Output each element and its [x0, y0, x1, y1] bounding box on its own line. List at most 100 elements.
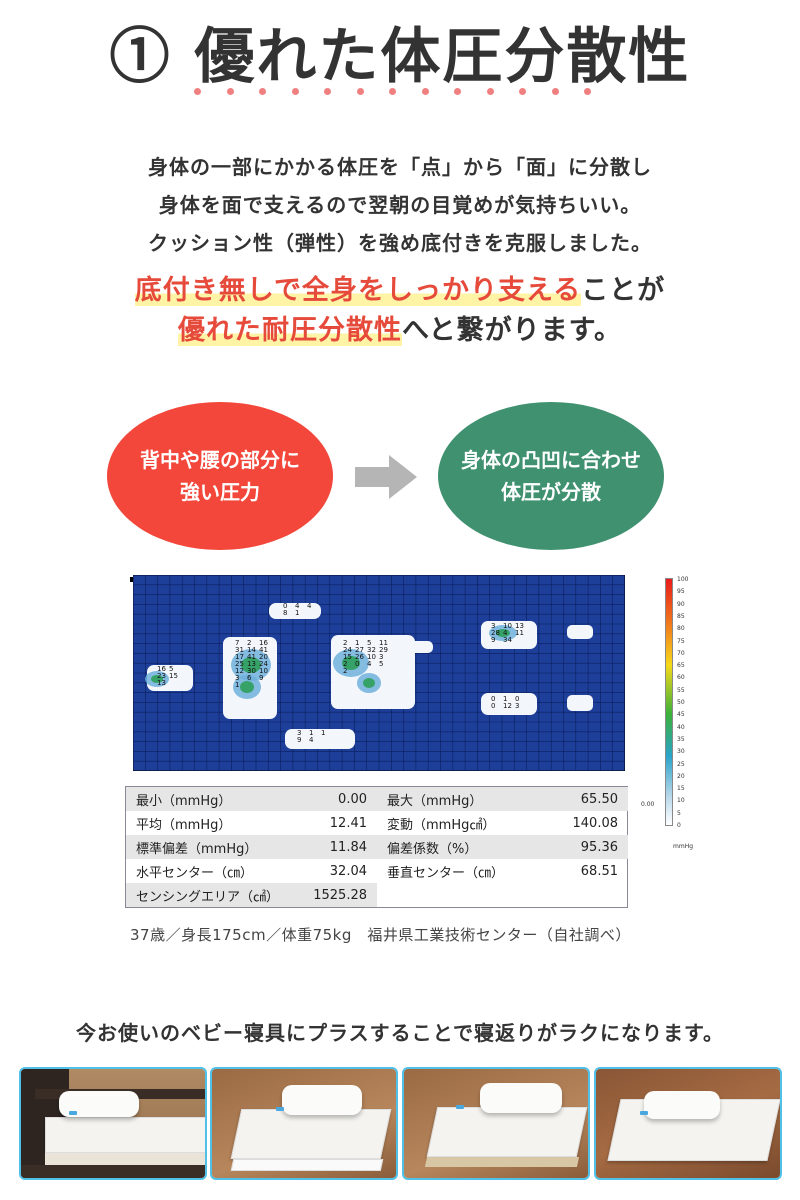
pressure-value: 5	[367, 639, 371, 647]
legend-tick: 55	[677, 686, 685, 694]
stats-value: 65.50	[580, 791, 618, 807]
stats-row: 最大（mmHg）65.50	[377, 787, 628, 811]
pressure-region-right-foot	[481, 693, 537, 715]
photo-on-futon	[210, 1067, 398, 1180]
pressure-region-arm-bottom	[285, 729, 355, 749]
pressure-value: 0	[491, 695, 495, 703]
stats-row: 変動（mmHg㎠）140.08	[377, 811, 628, 835]
pressure-value: 4	[367, 660, 372, 668]
stats-label: センシングエリア（㎠）	[136, 889, 280, 905]
pressure-value: 2	[343, 660, 347, 668]
pressure-value: 32	[367, 646, 376, 654]
pressure-value: 5	[379, 660, 383, 668]
divider-dot	[519, 88, 526, 95]
after-bubble: 身体の凸凹に合わせ 体圧が分散	[438, 402, 664, 550]
pressure-value: 12	[235, 667, 244, 675]
pressure-value: 23	[157, 672, 166, 680]
legend-color-bar	[665, 578, 673, 826]
pressure-value: 28	[491, 629, 500, 637]
legend-tick: 20	[677, 772, 685, 780]
pressure-value: 7	[235, 639, 239, 647]
pressure-value: 14	[247, 646, 256, 654]
legend-tick: 70	[677, 649, 685, 657]
usage-heading: 今お使いのベビー寝具にプラスすることで寝返りがラクになります。	[76, 1021, 724, 1045]
intro-line: 身体の一部にかかる体圧を「点」から「面」に分散し	[148, 155, 652, 179]
divider-dot	[291, 88, 299, 95]
pressure-value: 2	[343, 667, 347, 675]
stats-row: 垂直センター（㎝）68.51	[377, 859, 628, 883]
pressure-value: 30	[247, 667, 256, 675]
divider-dot	[486, 88, 494, 95]
pressure-value: 11	[379, 639, 388, 647]
stats-row: 水平センター（㎝）32.04	[126, 859, 377, 883]
pressure-value: 1	[295, 609, 299, 617]
pressure-value: 0	[283, 602, 287, 610]
pressure-value: 27	[355, 646, 364, 654]
pressure-value: 0	[355, 660, 359, 668]
pressure-value: 9	[259, 674, 263, 682]
stats-value: 95.36	[580, 839, 618, 855]
legend-tick: 0	[677, 822, 681, 829]
pressure-value: 1	[235, 681, 239, 689]
legend-min-label: 0.00	[641, 801, 655, 808]
photo-on-mattress	[402, 1067, 590, 1180]
stats-row: 偏差係数（%）95.36	[377, 835, 628, 859]
photo-on-floor	[594, 1067, 782, 1180]
divider-dot	[356, 88, 364, 95]
pressure-value: 24	[343, 646, 352, 654]
pressure-value: 12	[503, 702, 512, 710]
pressure-value: 4	[295, 602, 300, 610]
intro-line: 身体を面で支えるので翌朝の目覚めが気持ちいい。	[158, 193, 642, 217]
right-arrow-icon	[355, 455, 417, 499]
divider-dot	[551, 88, 559, 95]
before-bubble: 背中や腰の部分に 強い圧力	[107, 402, 333, 550]
emphasis-highlight: 底付き無しで全身をしっかり支える	[134, 275, 582, 306]
pressure-value: 31	[235, 646, 244, 654]
legend-unit-label: mmHg	[673, 843, 694, 850]
stats-label: 変動（mmHg㎠）	[387, 817, 496, 833]
pressure-region-arm-top	[269, 603, 321, 619]
pressure-value: 9	[491, 636, 495, 644]
legend-tick: 30	[677, 748, 685, 756]
pressure-value: 10	[503, 622, 512, 630]
legend-tick: 25	[677, 760, 685, 768]
legend-tick: 75	[677, 637, 685, 645]
emphasis-line-2: 優れた耐圧分散性へと繋がります。	[0, 308, 800, 347]
stats-row: 最小（mmHg）0.00	[126, 787, 377, 811]
pressure-peak	[363, 678, 375, 688]
legend-tick: 15	[677, 785, 685, 793]
pressure-value: 3	[515, 702, 519, 710]
divider-dot	[454, 88, 461, 95]
legend-tick: 50	[677, 699, 685, 706]
pressure-value: 16	[259, 639, 268, 647]
stats-label: 標準偏差（mmHg）	[136, 841, 258, 857]
stats-value: 32.04	[329, 863, 367, 879]
pressure-value: 5	[169, 665, 173, 673]
pressure-value: 1	[321, 729, 325, 737]
legend-tick: 10	[677, 797, 685, 805]
intro-text: 身体の一部にかかる体圧を「点」から「面」に分散し 身体を面で支えるので翌朝の目覚…	[0, 148, 800, 262]
stats-row: センシングエリア（㎠） 1525.28	[126, 883, 377, 907]
pressure-value: 3	[379, 653, 383, 661]
legend-tick: 80	[677, 625, 685, 633]
pressure-value: 29	[379, 646, 388, 654]
legend-tick: 45	[677, 711, 685, 719]
pressure-value: 17	[235, 653, 244, 661]
divider-dot	[324, 88, 331, 95]
pressure-value: 20	[259, 653, 268, 661]
divider-dot	[584, 88, 591, 95]
pressure-value: 26	[355, 653, 364, 661]
pressure-peak	[241, 657, 261, 673]
pressure-value: 41	[247, 653, 256, 661]
stats-row: 標準偏差（mmHg）11.84	[126, 835, 377, 859]
legend-tick: 100	[677, 576, 689, 583]
stats-value: 1525.28	[313, 887, 367, 903]
emphasis-highlight: 優れた耐圧分散性	[178, 315, 403, 346]
legend-tick: 60	[677, 674, 685, 682]
pressure-value: 41	[259, 646, 268, 654]
pressure-value: 4	[307, 602, 312, 610]
stats-label: 最小（mmHg）	[136, 793, 232, 809]
